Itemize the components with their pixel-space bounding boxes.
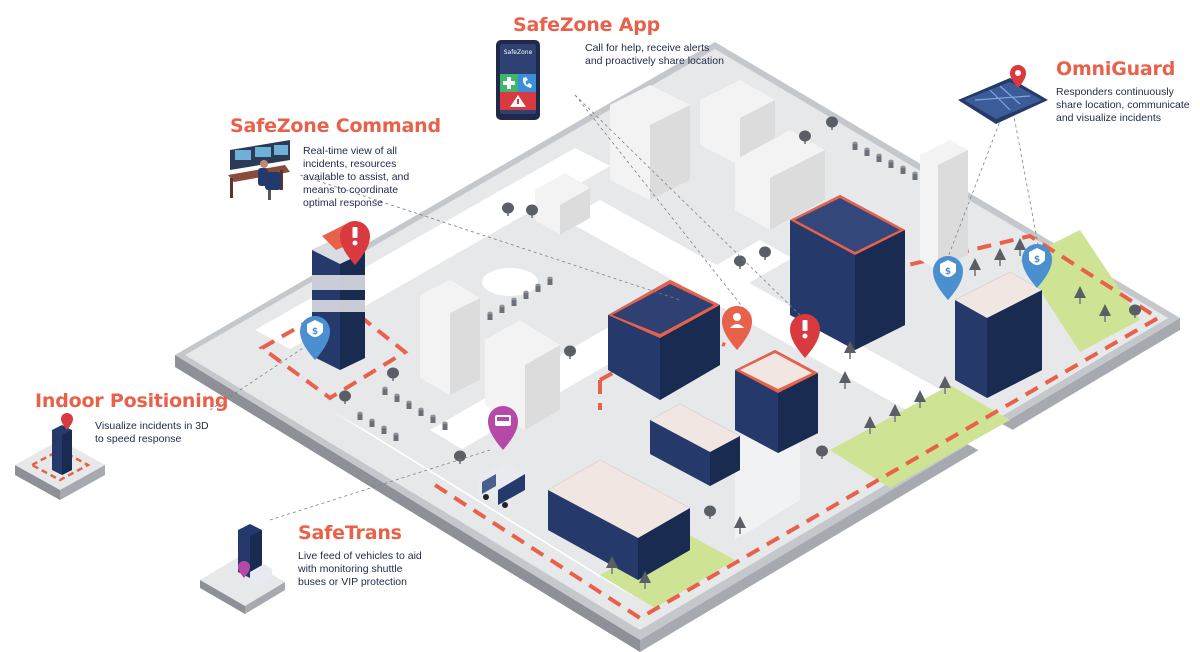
phone-icon: SafeZone [496,40,540,120]
alert-pin-icon [340,221,370,265]
svg-text:$: $ [945,267,951,277]
guard-shield-pin-icon: $ [1022,244,1052,288]
navy-buildings [312,195,1042,580]
callout-text: Live feed of vehicles to aid with monito… [298,550,422,588]
callout-title: SafeTrans [298,522,402,544]
phone-brand-text: SafeZone [504,49,533,56]
tablet-map-icon [958,65,1048,124]
safetrans-tile-icon [200,524,285,614]
bus-pin-icon [488,406,518,450]
callout-title: Indoor Positioning [35,390,229,412]
guard-shield-pin-icon: $ [933,256,963,300]
callout-text: Call for help, receive alerts and proact… [585,42,724,67]
svg-text:$: $ [312,327,318,337]
person-pin-icon [722,306,752,350]
callout-title: SafeZone Command [230,115,441,137]
warning-icon [500,92,536,110]
callout-title: SafeZone App [513,14,661,36]
callout-title: OmniGuard [1056,58,1176,80]
callout-text: Real-time view of all incidents, resourc… [303,145,410,209]
command-center-icon [228,140,290,200]
white-buildings [420,80,968,430]
plus-icon [500,74,518,92]
alert-pin-icon [790,314,820,358]
shuttle-bus [478,463,525,508]
callout-text: Visualize incidents in 3D to speed respo… [95,420,209,445]
indoor-tile-icon [15,413,105,500]
svg-text:$: $ [1034,255,1040,265]
guard-shield-pin-icon: $ [300,316,330,360]
callout-text: Responders continuously share location, … [1056,86,1190,124]
